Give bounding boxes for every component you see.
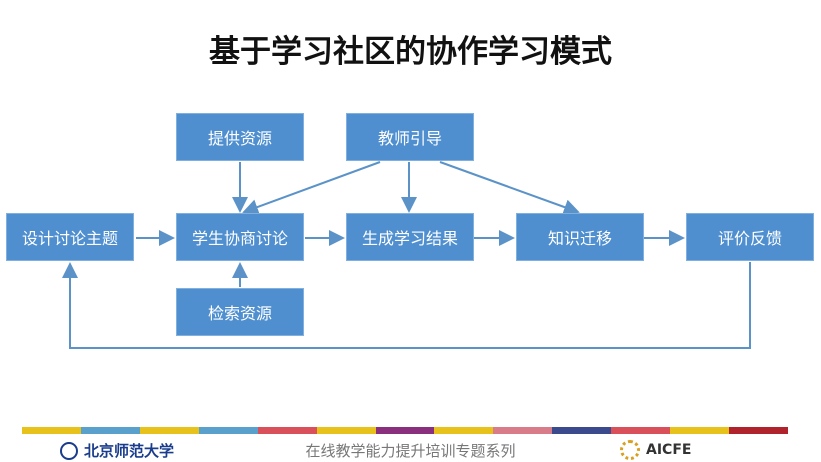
- arrow-teacher-discuss: [242, 161, 381, 215]
- bnu-logo: 北京师范大学: [60, 440, 174, 461]
- series-text: 在线教学能力提升培训专题系列: [305, 442, 516, 460]
- aicfe-ring-icon: [620, 440, 640, 460]
- aicfe-logo: AICFE: [620, 440, 691, 460]
- bnu-seal-icon: [60, 441, 78, 460]
- feedback-loop-arrow: [62, 262, 751, 349]
- stripe-segment: [316, 427, 376, 434]
- node-teacher-guidance: 教师引导: [346, 113, 474, 161]
- stripe-segment: [434, 427, 494, 434]
- stripe-segment: [729, 427, 788, 434]
- node-design-topic: 设计讨论主题: [6, 213, 134, 261]
- bnu-logo-text: 北京师范大学: [84, 442, 175, 460]
- stripe-segment: [22, 427, 81, 434]
- node-learning-results: 生成学习结果: [346, 213, 474, 261]
- node-student-discussion: 学生协商讨论: [176, 213, 304, 261]
- stripe-segment: [611, 427, 671, 434]
- stripe-segment: [493, 427, 553, 434]
- node-search-resources: 检索资源: [176, 288, 304, 336]
- node-knowledge-transfer: 知识迁移: [516, 213, 644, 261]
- stripe-segment: [670, 427, 730, 434]
- stripe-segment: [80, 427, 140, 434]
- stripe-segment: [257, 427, 317, 434]
- arrow-teacher-transfer: [439, 161, 580, 215]
- color-stripe: [22, 427, 788, 434]
- node-provide-resources: 提供资源: [176, 113, 304, 161]
- slide-title: 基于学习社区的协作学习模式: [209, 34, 612, 70]
- node-evaluation-feedback: 评价反馈: [686, 213, 814, 261]
- stripe-segment: [198, 427, 258, 434]
- stripe-segment: [552, 427, 612, 434]
- aicfe-logo-text: AICFE: [646, 442, 692, 458]
- stripe-segment: [375, 427, 435, 434]
- stripe-segment: [139, 427, 199, 434]
